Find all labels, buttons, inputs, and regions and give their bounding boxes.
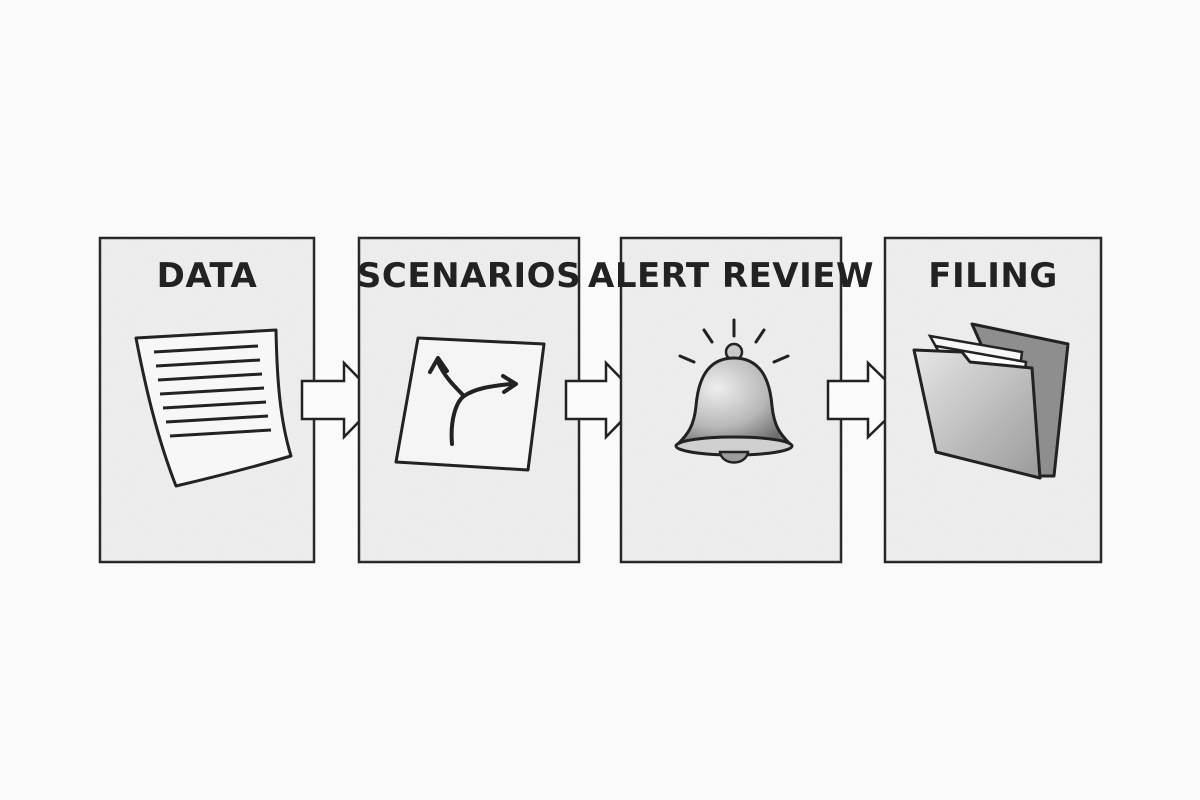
step-panel-scenarios: SCENARIOS — [357, 236, 581, 564]
document-icon — [134, 328, 293, 488]
folder-icon — [912, 322, 1070, 480]
step-panel-alert-review: ALERT REVIEW — [588, 236, 874, 564]
step-panel-data: DATA — [98, 236, 316, 564]
step-label-alert-review: ALERT REVIEW — [588, 256, 874, 296]
step-panel-filing: FILING — [883, 236, 1103, 564]
step-label-scenarios: SCENARIOS — [357, 256, 581, 296]
step-label-data: DATA — [157, 256, 258, 296]
step-label-filing: FILING — [928, 256, 1058, 296]
bell-icon — [674, 318, 794, 464]
branching-arrow-icon — [394, 336, 546, 472]
